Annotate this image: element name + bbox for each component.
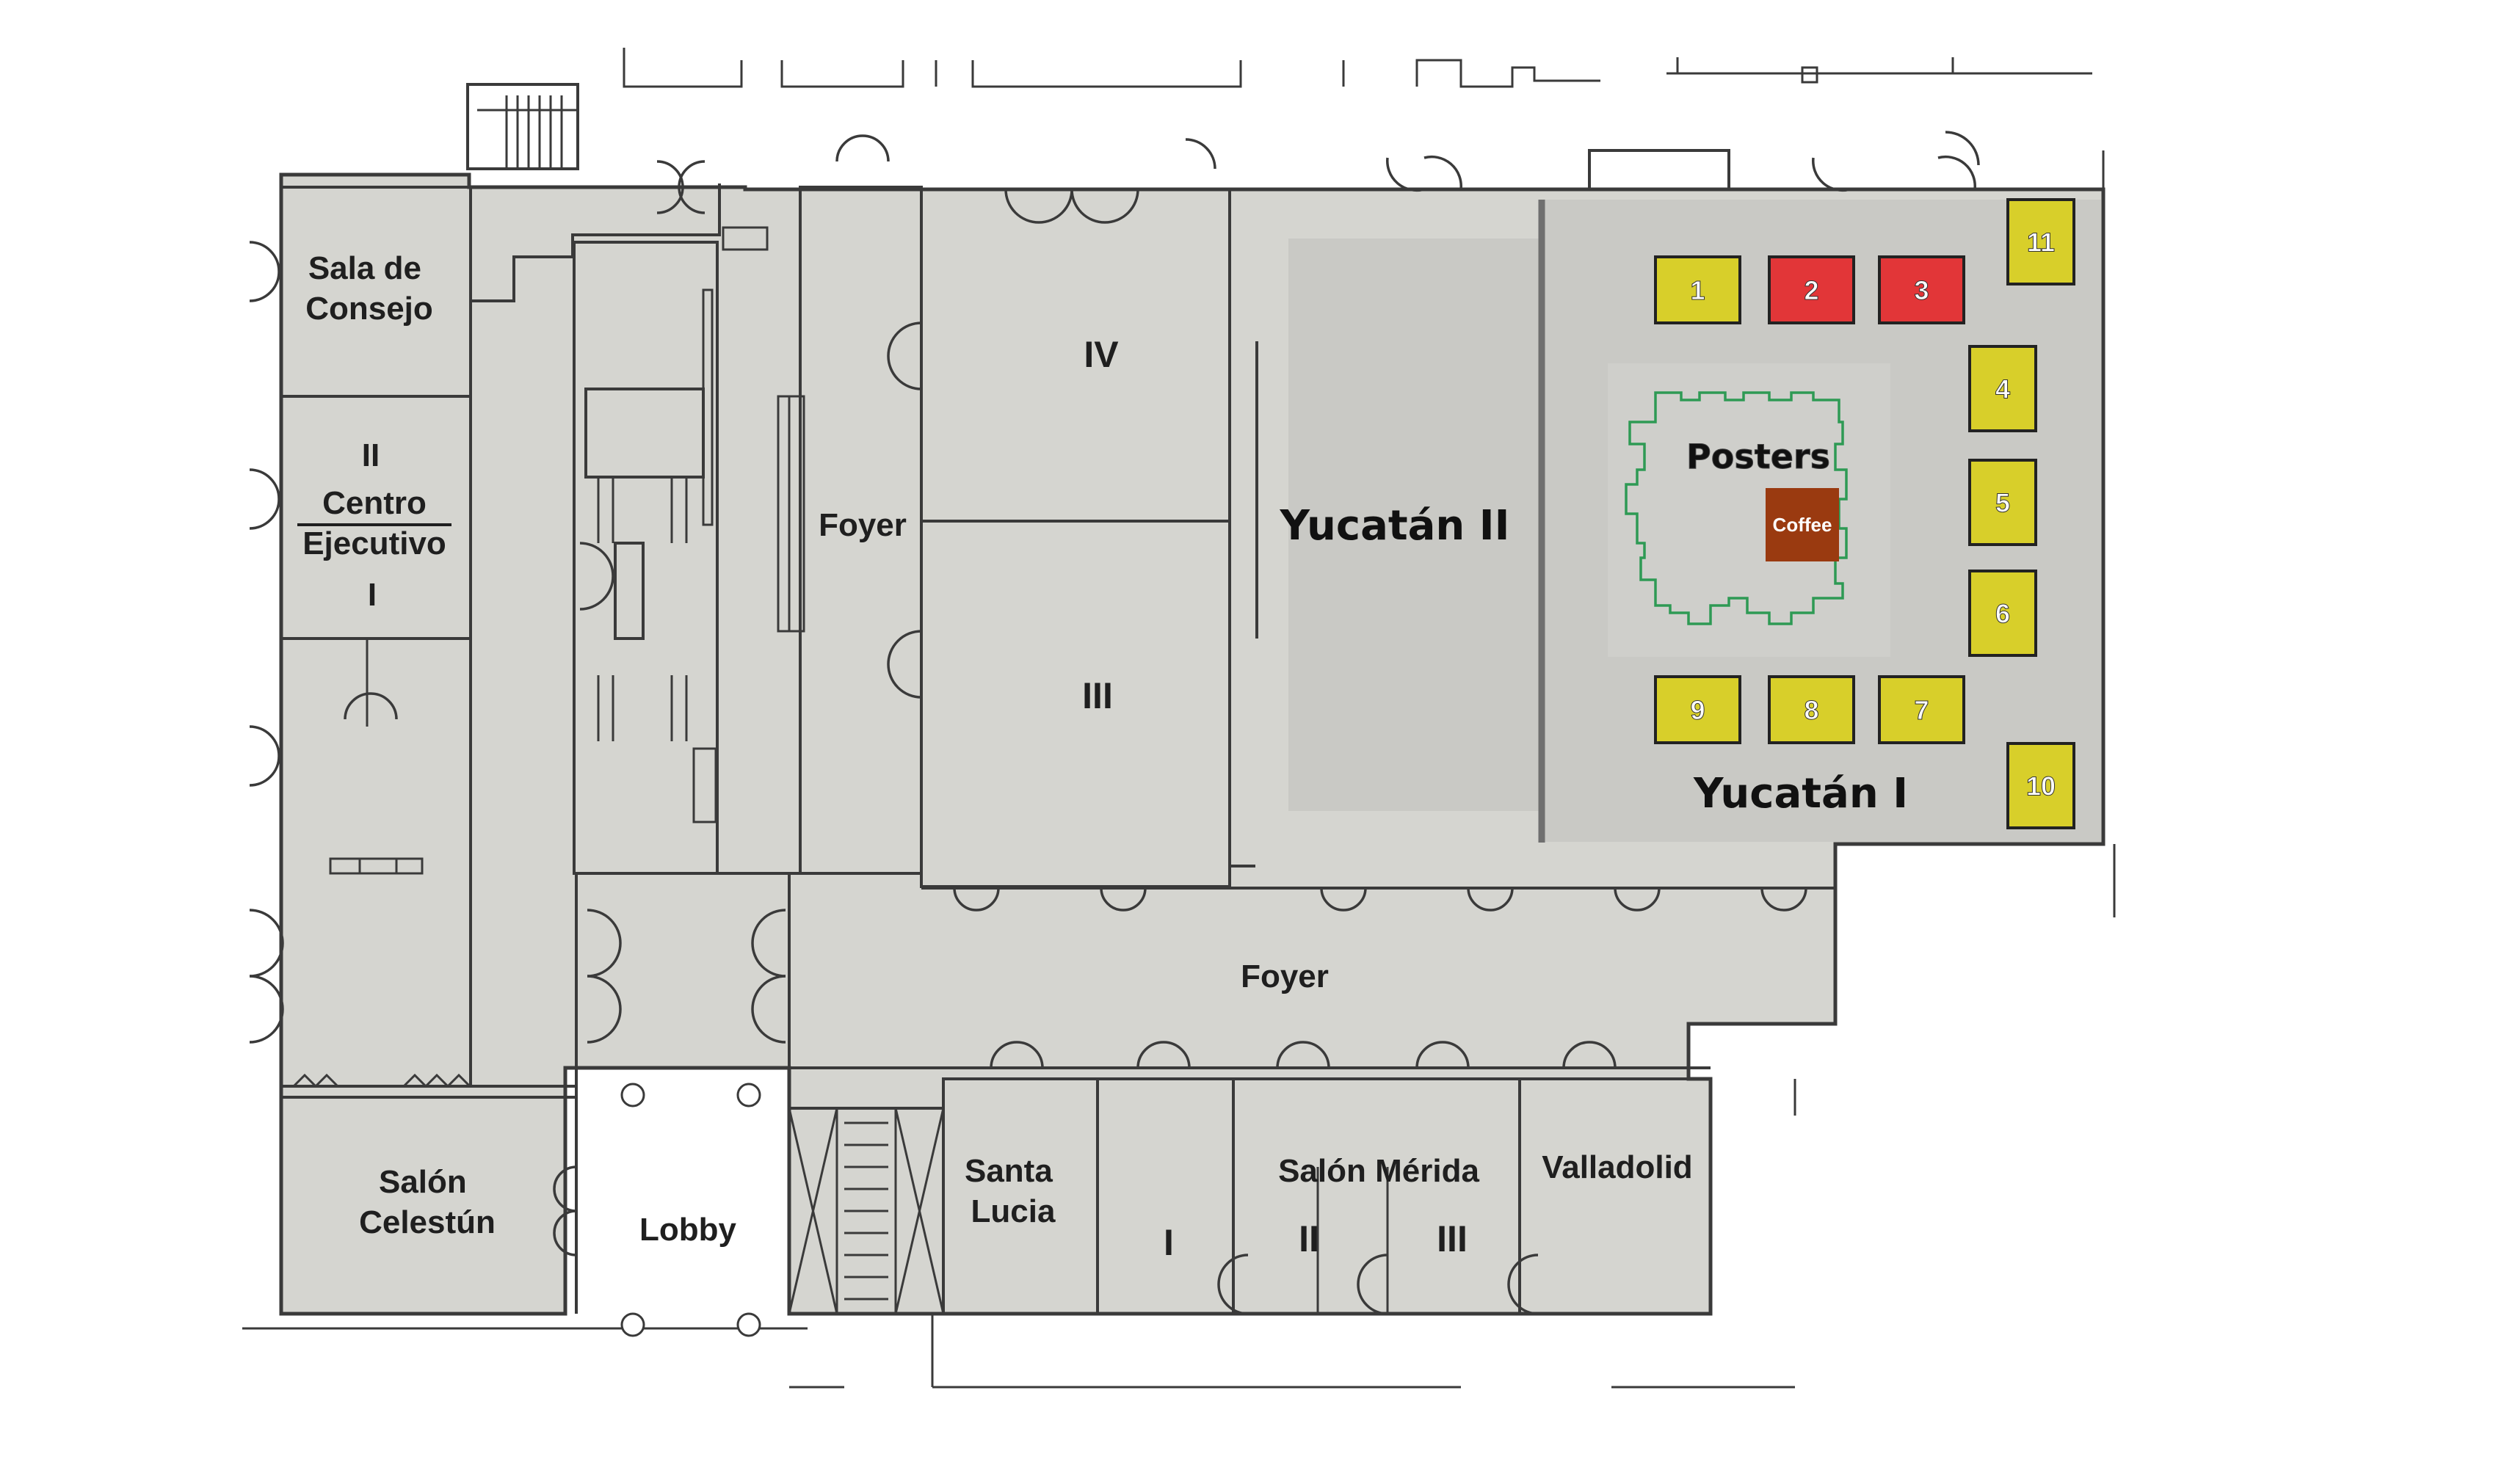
north-rooms xyxy=(777,186,1835,890)
posters-label: Posters xyxy=(1686,437,1830,476)
label-santa-lucia-line1: Santa xyxy=(965,1153,1053,1189)
booth-6-label: 6 xyxy=(1995,599,2010,629)
label-room-iii: III xyxy=(1082,675,1113,716)
booth-1 xyxy=(1654,255,1741,324)
label-santa-lucia-line2: Lucia xyxy=(971,1193,1056,1229)
booth-4-label: 4 xyxy=(1995,374,2010,404)
booth-4 xyxy=(1968,345,2037,432)
coffee-label: Coffee xyxy=(1773,514,1832,536)
booth-10-label: 10 xyxy=(2026,771,2056,801)
booths: 1 2 3 4 5 6 7 8 9 10 11 xyxy=(1654,198,2075,829)
label-sala-consejo-line1: Sala de xyxy=(308,250,421,286)
label-foyer-south: Foyer xyxy=(1241,959,1329,994)
booth-9-label: 9 xyxy=(1690,695,1705,725)
label-merida-ii: II xyxy=(1299,1218,1319,1259)
booth-6 xyxy=(1968,570,2037,657)
label-merida-i: I xyxy=(1164,1222,1174,1263)
booth-7 xyxy=(1878,675,1965,744)
yucatan-ii-hall xyxy=(1288,239,1542,811)
label-foyer-north: Foyer xyxy=(819,507,907,543)
label-sala-consejo: Sala de Consejo xyxy=(305,250,433,327)
booth-2-label: 2 xyxy=(1804,275,1818,305)
south-rooms xyxy=(242,873,1796,1389)
label-merida-iii: III xyxy=(1437,1218,1468,1259)
booth-10 xyxy=(2006,742,2075,829)
booth-5 xyxy=(1968,459,2037,546)
booth-1-label: 1 xyxy=(1690,275,1705,305)
room-labels: Sala de Consejo II Centro Ejecutivo I Fo… xyxy=(297,250,1908,1263)
booth-3-label: 3 xyxy=(1914,275,1929,305)
label-yucatan-ii: Yucatán II xyxy=(1280,502,1510,550)
booth-7-label: 7 xyxy=(1914,695,1929,725)
doors xyxy=(249,131,1980,1256)
booth-3 xyxy=(1878,255,1965,324)
booth-9 xyxy=(1654,675,1741,744)
label-centro-ii: II xyxy=(362,437,380,473)
booth-11-label: 11 xyxy=(2027,228,2055,258)
booth-5-label: 5 xyxy=(1995,488,2010,518)
label-salon-celestun-line1: Salón xyxy=(379,1164,467,1200)
label-centro-line1: Centro xyxy=(322,485,427,521)
label-sala-consejo-line2: Consejo xyxy=(305,291,433,327)
label-salon-celestun: Salón Celestún xyxy=(359,1164,496,1240)
label-yucatan-i: Yucatán I xyxy=(1693,770,1908,818)
booth-8 xyxy=(1768,675,1855,744)
booth-11 xyxy=(2006,198,2075,285)
label-room-iv: IV xyxy=(1084,334,1119,375)
label-valladolid: Valladolid xyxy=(1542,1149,1692,1185)
label-santa-lucia: Santa Lucia xyxy=(965,1153,1062,1229)
label-centro-i: I xyxy=(368,577,377,613)
left-wing xyxy=(280,186,576,1099)
booth-8-label: 8 xyxy=(1804,695,1818,725)
exterior-top xyxy=(466,48,2116,917)
label-salon-celestun-line2: Celestún xyxy=(359,1204,496,1240)
label-salon-merida: Salón Mérida xyxy=(1278,1153,1479,1189)
coffee-station xyxy=(1766,488,1839,561)
booth-2 xyxy=(1768,255,1855,324)
lobby-columns xyxy=(620,1083,761,1337)
label-centro-line2: Ejecutivo xyxy=(302,525,446,561)
label-lobby: Lobby xyxy=(639,1212,737,1248)
poster-outline xyxy=(1625,391,1848,625)
